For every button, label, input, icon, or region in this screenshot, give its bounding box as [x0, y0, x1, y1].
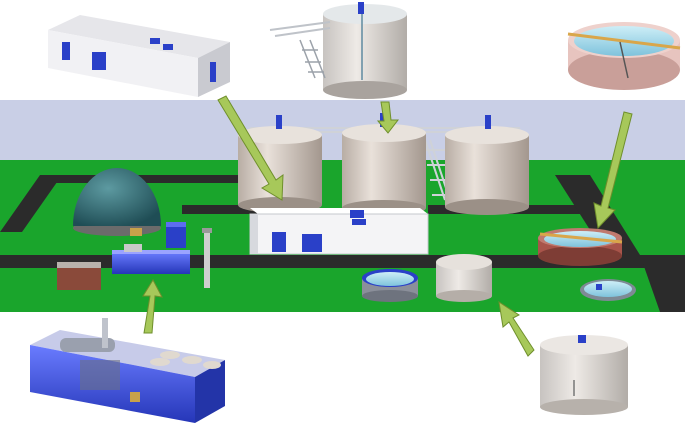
arrow-clarifier-to-tank — [593, 111, 633, 230]
arrow-storage-to-tank — [498, 300, 535, 357]
digester-tank-icon — [269, 2, 407, 99]
arrow-engine-to-chp — [142, 278, 163, 334]
open-water-tank — [362, 269, 418, 302]
chp-unit — [57, 228, 212, 290]
clarifier-tank — [538, 228, 623, 266]
clarifier-icon — [567, 22, 681, 90]
digester-tank-3 — [445, 115, 529, 215]
blue-container — [130, 222, 186, 248]
chp-engine-unit-icon — [30, 318, 225, 423]
storage-tank-small — [436, 254, 492, 302]
callout-arrows — [142, 95, 633, 357]
arrow-digester-to-tank — [376, 101, 400, 134]
arrow-warehouse-to-building — [217, 95, 284, 201]
round-pond — [580, 279, 636, 301]
warehouse-building-icon — [48, 15, 230, 97]
storage-tank-icon — [540, 335, 628, 415]
operations-building — [249, 208, 429, 255]
